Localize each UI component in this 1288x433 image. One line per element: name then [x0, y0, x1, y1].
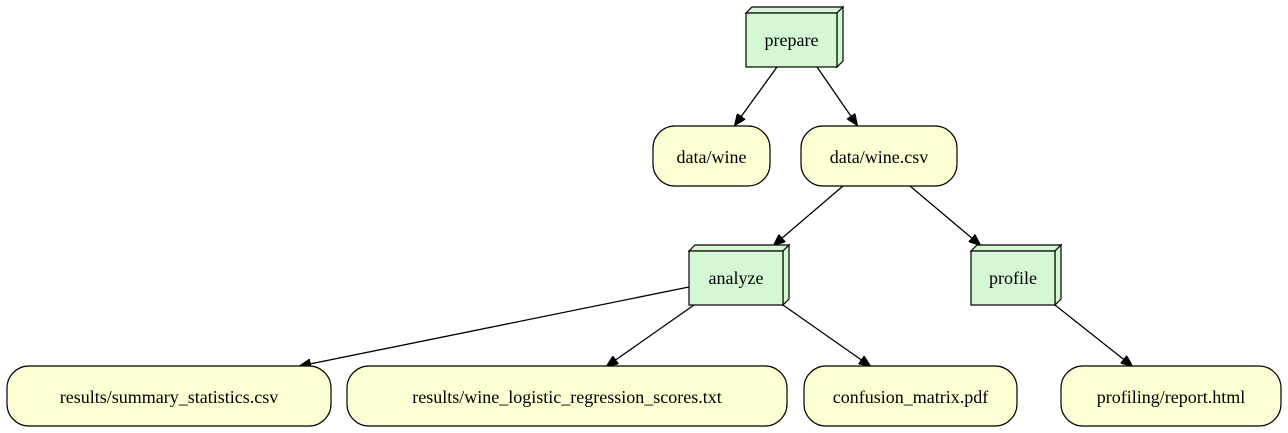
file-node-profiling-report: profiling/report.html	[1060, 365, 1282, 427]
stage-label-analyze: analyze	[709, 268, 764, 288]
file-node-confusion-matrix: confusion_matrix.pdf	[803, 365, 1018, 427]
edges	[300, 66, 1132, 366]
file-label-logistic-scores: results/wine_logistic_regression_scores.…	[412, 387, 721, 407]
edge-analyze-to-logistic-scores	[607, 304, 695, 366]
stage-label-prepare: prepare	[765, 30, 819, 50]
stage-node-prepare: prepare	[744, 5, 845, 69]
edge-analyze-to-summary-statistics	[300, 286, 690, 366]
file-label-data-wine-csv: data/wine.csv	[830, 147, 928, 167]
file-node-data-wine-csv: data/wine.csv	[800, 125, 958, 187]
edge-prepare-to-data-wine-csv	[816, 66, 857, 125]
stage-node-analyze: analyze	[687, 243, 791, 307]
edge-profile-to-profiling-report	[1054, 304, 1132, 366]
edge-analyze-to-confusion-matrix	[782, 304, 870, 366]
file-node-data-wine: data/wine	[652, 125, 771, 187]
stage-label-profile: profile	[989, 268, 1037, 288]
stage-node-profile: profile	[969, 243, 1063, 307]
file-node-summary-statistics: results/summary_statistics.csv	[6, 365, 332, 427]
edge-data-wine-csv-to-profile	[909, 185, 980, 245]
file-node-logistic-scores: results/wine_logistic_regression_scores.…	[346, 365, 788, 427]
file-label-profiling-report: profiling/report.html	[1097, 387, 1245, 407]
file-label-confusion-matrix: confusion_matrix.pdf	[833, 387, 988, 407]
file-label-data-wine: data/wine	[677, 147, 747, 167]
edge-prepare-to-data-wine	[735, 66, 778, 125]
file-label-summary-statistics: results/summary_statistics.csv	[60, 387, 278, 407]
edge-data-wine-csv-to-analyze	[774, 185, 844, 245]
